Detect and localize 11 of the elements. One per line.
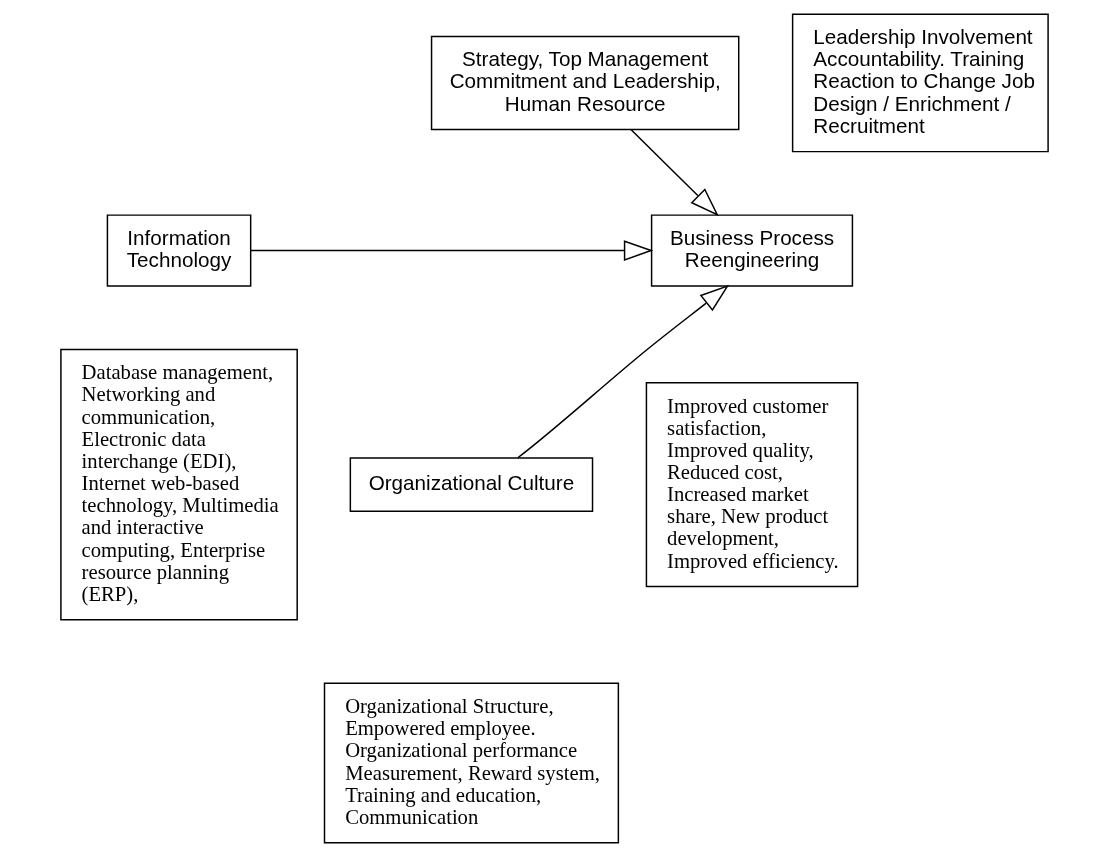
arrow [630,129,719,217]
node-box: Information Technology [106,214,252,287]
arrow [517,284,730,459]
arrow [249,240,654,261]
node-box: Organizational Culture [349,457,594,512]
node-box: Business Process Reengineering [650,214,854,287]
node-box: Strategy, Top Management Commitment and Leadership, Human Resource [430,35,740,131]
node-box: Database management, Networking and communication, Electronic data interchange (EDI), Internet web-based technology, Multimedia and interactive computing, Enterprise resource planning (ERP), [60,348,298,621]
node-box: Organizational Structure, Empowered employee. Organizational performance Measurement, Reward system, Training and education, Communication [323,682,620,844]
node-box: Improved customer satisfaction, Improved quality, Reduced cost, Increased market share, New product development, Improved efficiency. [645,382,859,588]
node-box: Leadership Involvement Accountability. Training Reaction to Change Job Design / Enrichment / Recruitment [791,13,1049,153]
